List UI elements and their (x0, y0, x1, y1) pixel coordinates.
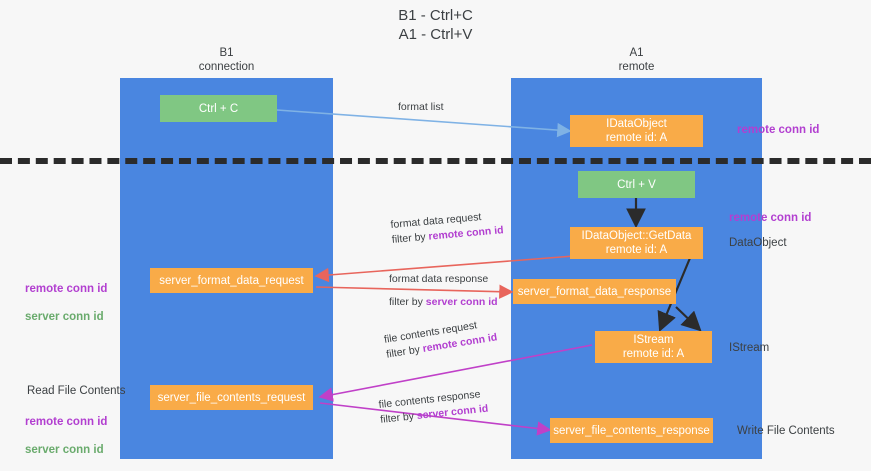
edge-label-format-list: format list (398, 100, 444, 115)
edge-label-format-data-request: format data request filter by remote con… (390, 208, 504, 248)
caption-dataobject: DataObject (729, 237, 787, 249)
node-server-file-contents-request[interactable]: server_file_contents_request (150, 385, 313, 410)
key-remote-conn-id: remote conn id (25, 283, 108, 295)
edge-label-file-contents-request: file contents request filter by remote c… (383, 315, 498, 362)
node-server-file-contents-response[interactable]: server_file_contents_response (550, 418, 713, 443)
caption-remote-conn-id-mid: remote conn id (729, 212, 812, 224)
node-ctrl-c[interactable]: Ctrl + C (160, 95, 277, 122)
edge-label-format-data-response-line1: format data response (389, 273, 489, 285)
edge-label-format-list-line1: format list (398, 101, 444, 113)
node-istream[interactable]: IStream remote id: A (595, 331, 712, 363)
key-server-conn-id: server conn id (25, 444, 104, 456)
node-server-format-data-request[interactable]: server_format_data_request (150, 268, 313, 293)
page-title: B1 - Ctrl+C A1 - Ctrl+V (398, 7, 473, 43)
key-server-conn-id: server conn id (25, 311, 104, 323)
phase-separator (0, 158, 871, 164)
filter-by-prefix: filter by (389, 296, 426, 308)
caption-istream: IStream (729, 342, 770, 354)
filter-by-prefix: filter by (379, 410, 418, 426)
key-remote-conn-id: remote conn id (25, 416, 108, 428)
node-idataobject[interactable]: IDataObject remote id: A (570, 115, 703, 147)
caption-remote-conn-id-top: remote conn id (737, 124, 820, 136)
lane-title-b1: B1 connection (198, 47, 255, 73)
key-server-conn-id: server conn id (425, 296, 498, 308)
node-server-format-data-response[interactable]: server_format_data_response (513, 279, 676, 304)
filter-by-prefix: filter by (391, 230, 430, 246)
node-ctrl-v[interactable]: Ctrl + V (578, 171, 695, 198)
caption-write-file-contents: Write File Contents (737, 425, 835, 437)
caption-left-keys-bottom: remote conn id server conn id (25, 401, 107, 471)
edge-label-format-data-response: format data response filter by server co… (389, 272, 498, 310)
lane-title-a1: A1 remote (618, 47, 655, 73)
caption-read-file-contents: Read File Contents (27, 385, 126, 397)
edge-label-format-data-response-line2: filter by server conn id (389, 295, 498, 310)
node-idataobject-getdata[interactable]: IDataObject::GetData remote id: A (570, 227, 703, 259)
edge-label-file-contents-response: file contents response filter by server … (378, 387, 489, 428)
caption-left-keys-mid: remote conn id server conn id (25, 268, 107, 338)
